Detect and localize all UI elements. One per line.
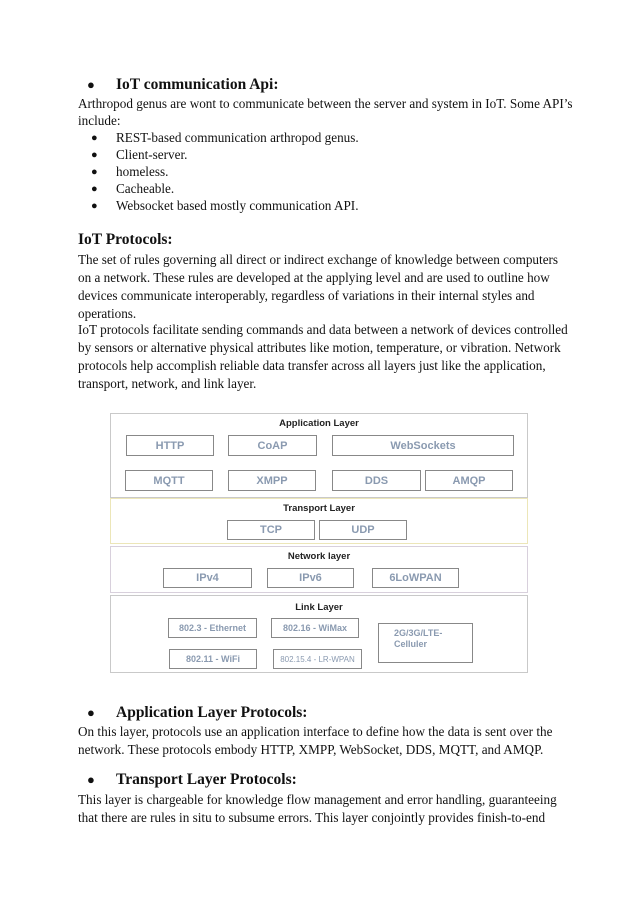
- protocol-box: HTTP: [126, 435, 214, 456]
- protocol-box: 6LoWPAN: [372, 568, 459, 588]
- paragraph-line: This layer is chargeable for knowledge f…: [78, 792, 557, 807]
- protocol-box: IPv6: [267, 568, 354, 588]
- protocol-box: DDS: [332, 470, 421, 491]
- paragraph-line: on a network. These rules are developed …: [78, 270, 550, 285]
- bullet: ●: [91, 200, 98, 212]
- paragraph-line: that there are rules in situ to subsume …: [78, 810, 546, 825]
- bullet: ●: [87, 77, 95, 92]
- bullet: ●: [91, 149, 98, 161]
- layer-title: Application Layer: [279, 418, 359, 429]
- layer-title: Network layer: [287, 551, 351, 562]
- protocol-box: XMPP: [228, 470, 316, 491]
- paragraph-line: The set of rules governing all direct or…: [78, 252, 559, 267]
- bullet: ●: [91, 166, 98, 178]
- protocol-box: IPv4: [163, 568, 252, 588]
- paragraph-line: On this layer, protocols use an applicat…: [78, 724, 553, 739]
- section-heading-application: Application Layer Protocols:: [116, 704, 308, 721]
- paragraph-line: Arthropod genus are wont to communicate …: [78, 96, 573, 111]
- protocol-box: UDP: [319, 520, 407, 540]
- section-heading-protocols: IoT Protocols:: [78, 231, 173, 248]
- protocol-box: TCP: [227, 520, 315, 540]
- paragraph-line: network. These protocols embody HTTP, XM…: [78, 742, 544, 757]
- paragraph-line: IoT protocols facilitate sending command…: [78, 322, 568, 337]
- protocol-box: WebSockets: [332, 435, 514, 456]
- list-item: homeless.: [116, 164, 169, 179]
- protocol-box: 802.3 - Ethernet: [168, 618, 257, 638]
- layer-title: Link Layer: [295, 602, 343, 613]
- paragraph-line: transport, network, and link layer.: [78, 376, 257, 391]
- protocol-box: 802.16 - WiMax: [271, 618, 359, 638]
- protocol-box: 2G/3G/LTE- Celluler: [378, 623, 473, 663]
- paragraph-line: by sensors or alternative physical attri…: [78, 340, 561, 355]
- list-item: REST-based communication arthropod genus…: [116, 130, 359, 145]
- protocol-box: CoAP: [228, 435, 317, 456]
- section-heading-api: IoT communication Api:: [116, 76, 279, 93]
- paragraph-line: protocols help accomplish reliable data …: [78, 358, 546, 373]
- protocol-box: 802.11 - WiFi: [169, 649, 257, 669]
- bullet: ●: [87, 772, 95, 787]
- layer-title: Transport Layer: [283, 503, 355, 514]
- bullet: ●: [87, 705, 95, 720]
- list-item: Cacheable.: [116, 181, 175, 196]
- paragraph-line: devices communicate interoperably, regar…: [78, 288, 535, 303]
- list-item: Websocket based mostly communication API…: [116, 198, 359, 213]
- protocol-box: MQTT: [125, 470, 213, 491]
- list-item: Client-server.: [116, 147, 188, 162]
- protocol-box: AMQP: [425, 470, 513, 491]
- paragraph-line: include:: [78, 113, 121, 128]
- bullet: ●: [91, 183, 98, 195]
- protocol-box: 802.15.4 - LR-WPAN: [273, 649, 362, 669]
- paragraph-line: operations.: [78, 306, 137, 321]
- bullet: ●: [91, 132, 98, 144]
- section-heading-transport: Transport Layer Protocols:: [116, 771, 297, 788]
